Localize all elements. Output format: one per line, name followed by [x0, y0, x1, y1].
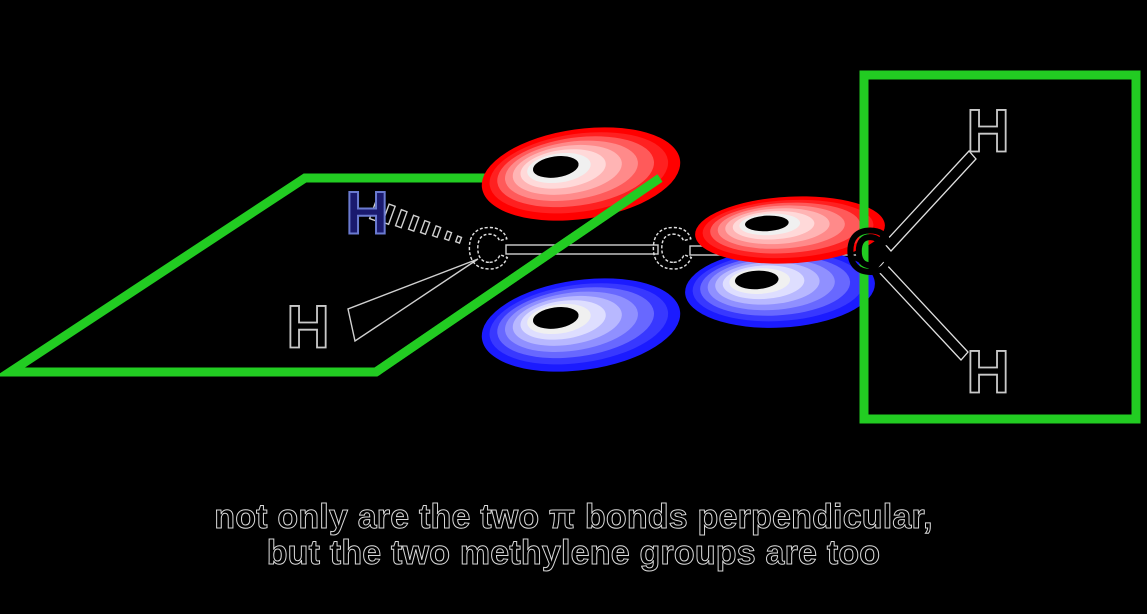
atom-label-h-right-bottom: H [966, 339, 1009, 406]
atom-label-c-left: C [467, 217, 509, 282]
atom-label-c-center: C [651, 217, 693, 282]
plane-left-diagonal-front [373, 174, 663, 376]
p-lobe-red-upper-left [475, 115, 687, 233]
bond-hashed-c-to-h-back [368, 197, 463, 244]
atom-label-h-right-top: H [966, 98, 1009, 165]
bond-wedge-c-to-h-front [347, 258, 479, 343]
bond-c-right-to-h-bottom [876, 261, 969, 361]
atom-label-h-left-front: H [286, 294, 329, 361]
bond-c-left-c-center [505, 244, 659, 255]
atom-label-h-left-back: H [345, 180, 388, 247]
caption-line-1: not only are the two π bonds perpendicul… [214, 498, 933, 537]
plane-right-rectangle [859, 70, 1141, 424]
bond-c-right-to-h-top [883, 150, 977, 252]
atom-label-c-right: C [848, 220, 890, 285]
caption-line-2: but the two methylene groups are too [266, 534, 881, 573]
